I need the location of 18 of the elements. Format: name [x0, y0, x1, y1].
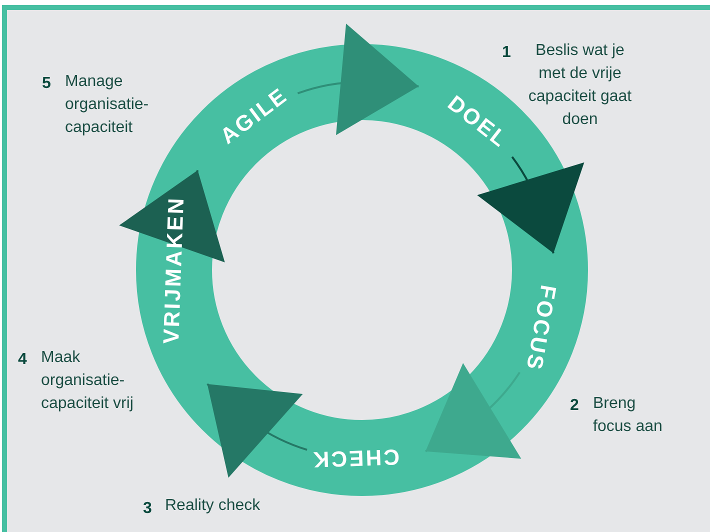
stage-label: FOCUS	[522, 283, 560, 373]
step-description: Breng focus aan	[593, 394, 664, 437]
stage-label: CHECK	[310, 445, 400, 470]
step-number: 4	[18, 350, 27, 370]
step-number: 2	[570, 396, 579, 416]
cycle-arrow	[477, 156, 584, 254]
step-number: 3	[143, 499, 152, 519]
cycle-arrow	[424, 363, 522, 459]
step-description: Maak organisatie-capaciteit vrij	[41, 348, 134, 414]
step-description: Reality check	[165, 496, 262, 516]
cycle-arrow	[297, 24, 419, 136]
step-number: 5	[42, 74, 51, 94]
step-number: 1	[502, 43, 511, 63]
stage-label: VRIJMAKEN	[160, 196, 188, 344]
cycle-arrow	[119, 170, 225, 262]
cycle-arrow	[206, 383, 308, 478]
step-description: Beslis wat je met de vrije capaciteit gaat doen	[527, 41, 633, 130]
step-description: Manage organisatie-capaciteit	[65, 72, 150, 138]
